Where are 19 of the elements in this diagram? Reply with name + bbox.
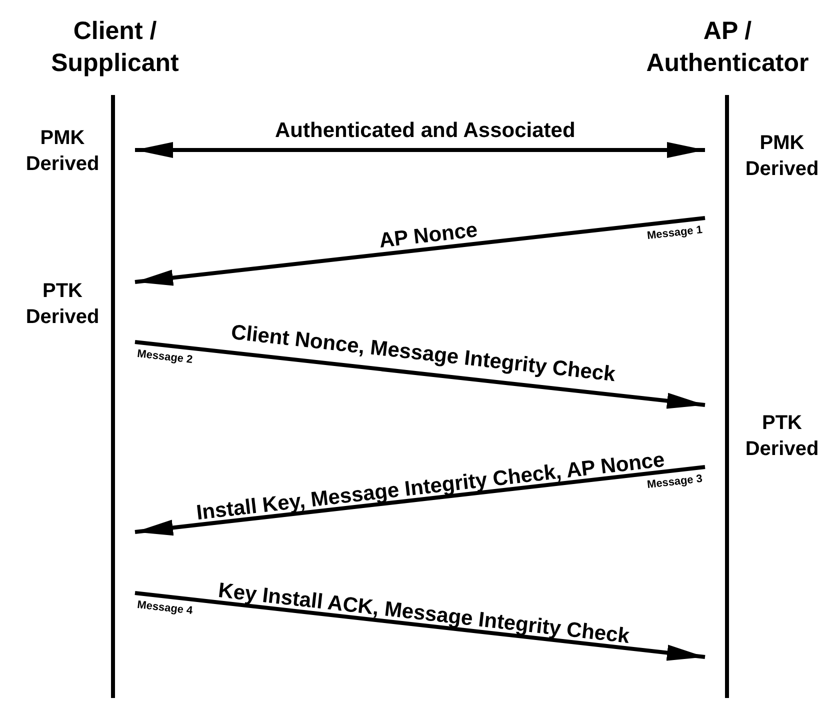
message-label: Key Install ACK, Message Integrity Check (216, 579, 631, 649)
participant-label: AP / Authenticator (645, 16, 810, 79)
message-label: Client Nonce, Message Integrity Check (230, 320, 616, 388)
message-number: Message 1 (646, 224, 704, 243)
state-note: PTK Derived (744, 411, 820, 462)
message-number: Message 4 (136, 598, 194, 618)
message-label: Authenticated and Associated (275, 119, 576, 143)
arrow (134, 216, 706, 286)
participant-label: Client / Supplicant (50, 16, 180, 79)
message-number: Message 3 (646, 472, 704, 492)
state-note: PMK Derived (744, 131, 820, 182)
message-label: AP Nonce (377, 218, 478, 254)
arrow (134, 340, 706, 409)
arrow (135, 142, 705, 158)
message-number: Message 2 (136, 348, 194, 367)
arrow (134, 591, 706, 661)
state-note: PTK Derived (24, 279, 100, 330)
state-note: PMK Derived (24, 126, 100, 177)
arrow (134, 465, 706, 536)
